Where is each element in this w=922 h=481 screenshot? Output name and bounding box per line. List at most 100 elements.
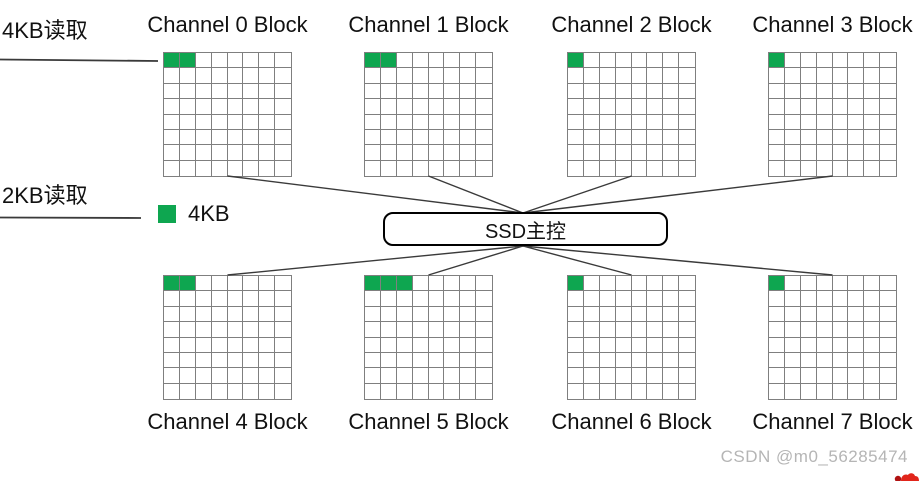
empty-cell <box>180 160 196 176</box>
filled-4kb-cell <box>769 53 785 69</box>
empty-cell <box>832 53 849 69</box>
empty-cell <box>412 337 429 353</box>
empty-cell <box>647 160 664 176</box>
empty-cell <box>381 160 397 176</box>
empty-cell <box>275 115 291 130</box>
empty-cell <box>647 368 664 384</box>
empty-cell <box>631 291 648 307</box>
empty-cell <box>784 306 801 323</box>
empty-cell <box>429 160 445 176</box>
empty-cell <box>864 291 881 307</box>
empty-cell <box>396 291 413 307</box>
empty-cell <box>864 129 881 146</box>
empty-cell <box>243 145 260 161</box>
empty-cell <box>396 306 413 323</box>
empty-cell <box>848 352 865 369</box>
empty-cell <box>429 383 445 399</box>
empty-cell <box>196 383 212 399</box>
empty-cell <box>679 99 695 115</box>
empty-cell <box>816 99 833 115</box>
empty-cell <box>679 115 695 130</box>
empty-cell <box>179 114 196 130</box>
empty-cell <box>647 322 664 338</box>
empty-cell <box>679 53 695 69</box>
empty-cell <box>227 291 244 307</box>
empty-cell <box>211 337 228 353</box>
empty-cell <box>476 338 492 353</box>
empty-cell <box>243 352 260 369</box>
empty-cell <box>583 99 600 115</box>
empty-cell <box>380 99 397 115</box>
empty-cell <box>476 322 492 338</box>
legend-4kb: 4KB <box>158 201 230 227</box>
empty-cell <box>568 337 584 353</box>
empty-cell <box>412 368 429 384</box>
empty-cell <box>599 306 616 323</box>
empty-cell <box>275 99 291 115</box>
empty-cell <box>243 129 260 146</box>
empty-cell <box>365 306 381 323</box>
empty-cell <box>380 368 397 384</box>
empty-cell <box>785 383 801 399</box>
empty-cell <box>615 68 632 84</box>
empty-cell <box>848 145 865 161</box>
empty-cell <box>476 276 492 292</box>
empty-cell <box>631 83 648 100</box>
empty-cell <box>647 145 664 161</box>
empty-cell <box>460 276 477 292</box>
empty-cell <box>460 99 477 115</box>
empty-cell <box>365 383 381 399</box>
empty-cell <box>275 68 291 84</box>
empty-cell <box>615 337 632 353</box>
empty-cell <box>832 306 849 323</box>
empty-cell <box>259 53 276 69</box>
empty-cell <box>631 368 648 384</box>
empty-cell <box>864 322 881 338</box>
empty-cell <box>784 99 801 115</box>
empty-cell <box>784 368 801 384</box>
empty-cell <box>243 276 260 292</box>
empty-cell <box>615 129 632 146</box>
empty-cell <box>476 68 492 84</box>
empty-cell <box>800 352 817 369</box>
empty-cell <box>428 322 445 338</box>
empty-cell <box>211 368 228 384</box>
empty-cell <box>428 99 445 115</box>
filled-4kb-cell <box>568 53 584 69</box>
watermark-text: CSDN @m0_56285474 <box>720 447 908 466</box>
empty-cell <box>243 383 260 399</box>
empty-cell <box>583 368 600 384</box>
empty-cell <box>380 306 397 323</box>
empty-cell <box>275 276 291 292</box>
empty-cell <box>864 83 881 100</box>
empty-cell <box>679 84 695 100</box>
empty-cell <box>476 353 492 369</box>
empty-cell <box>164 129 180 146</box>
empty-cell <box>243 68 260 84</box>
empty-cell <box>460 145 477 161</box>
channel-grid-7 <box>768 275 897 400</box>
empty-cell <box>880 68 896 84</box>
empty-cell <box>568 114 584 130</box>
empty-cell <box>801 383 817 399</box>
empty-cell <box>196 160 212 176</box>
empty-cell <box>800 129 817 146</box>
empty-cell <box>864 68 881 84</box>
empty-cell <box>800 276 817 292</box>
empty-cell <box>631 114 648 130</box>
empty-cell <box>600 160 616 176</box>
empty-cell <box>833 160 849 176</box>
empty-cell <box>832 368 849 384</box>
channel-title-7: Channel 7 Block <box>752 409 913 434</box>
empty-cell <box>227 129 244 146</box>
empty-cell <box>663 291 680 307</box>
empty-cell <box>365 129 381 146</box>
empty-cell <box>663 322 680 338</box>
empty-cell <box>179 337 196 353</box>
empty-cell <box>848 368 865 384</box>
empty-cell <box>259 337 276 353</box>
empty-cell <box>800 291 817 307</box>
empty-cell <box>211 83 228 100</box>
empty-cell <box>631 306 648 323</box>
empty-cell <box>816 337 833 353</box>
